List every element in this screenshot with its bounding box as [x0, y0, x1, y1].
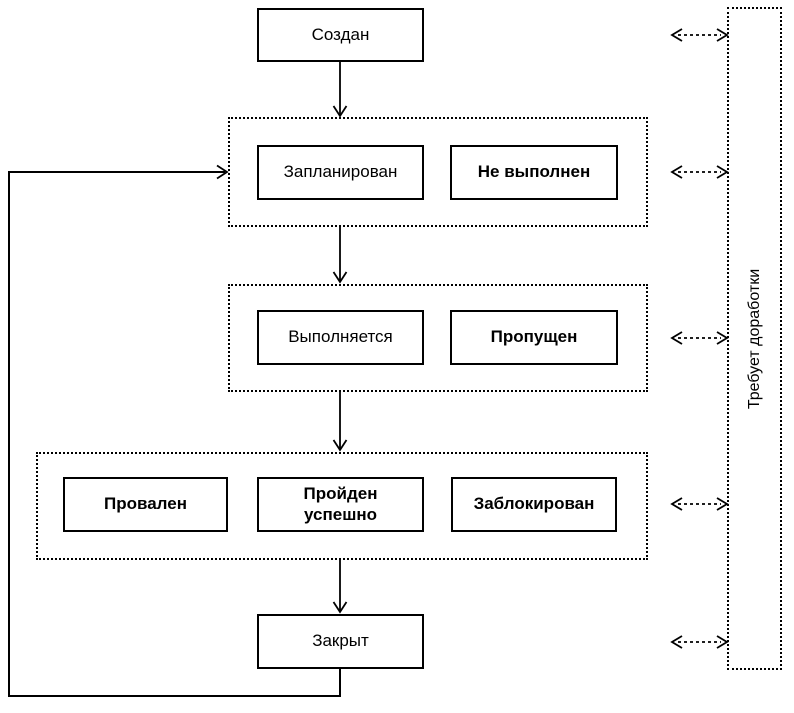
- group-result-states: [36, 452, 648, 560]
- node-created-label: Создан: [311, 24, 370, 44]
- node-planned-label: Запланирован: [283, 162, 398, 182]
- node-skipped: Пропущен: [450, 310, 618, 365]
- arrow-created-to-planned-group: [332, 62, 348, 118]
- node-closed-label: Закрыт: [312, 631, 369, 651]
- node-requires-rework-label: Требует доработки: [745, 268, 763, 409]
- node-blocked: Заблокирован: [451, 477, 617, 532]
- group-executing-states: [228, 284, 648, 392]
- arrow-executing-group-to-result-group: [332, 392, 348, 452]
- node-blocked-label: Заблокирован: [473, 494, 595, 514]
- dashed-arrow-executing-rework: [670, 331, 729, 345]
- node-not-executed: Не выполнен: [450, 145, 618, 200]
- node-in-progress-label: Выполняется: [288, 327, 393, 347]
- node-not-executed-label: Не выполнен: [477, 162, 591, 182]
- node-closed: Закрыт: [257, 614, 424, 669]
- dashed-arrow-created-rework: [670, 28, 729, 42]
- node-passed: Пройден успешно: [257, 477, 424, 532]
- node-failed-label: Провален: [104, 494, 187, 514]
- node-planned: Запланирован: [257, 145, 424, 200]
- node-in-progress: Выполняется: [257, 310, 424, 365]
- node-skipped-label: Пропущен: [490, 327, 578, 347]
- dashed-arrow-planned-rework: [670, 165, 729, 179]
- node-created: Создан: [257, 8, 424, 62]
- arrow-planned-group-to-executing-group: [332, 227, 348, 284]
- dashed-arrow-closed-rework: [670, 635, 729, 649]
- loop-closed-to-planned-group: [8, 164, 341, 697]
- arrow-result-group-to-closed: [332, 560, 348, 614]
- dashed-arrow-result-rework: [670, 497, 729, 511]
- node-passed-label: Пройден успешно: [303, 484, 378, 524]
- node-requires-rework: Требует доработки: [727, 7, 782, 670]
- node-failed: Провален: [63, 477, 228, 532]
- group-planned-states: [228, 117, 648, 227]
